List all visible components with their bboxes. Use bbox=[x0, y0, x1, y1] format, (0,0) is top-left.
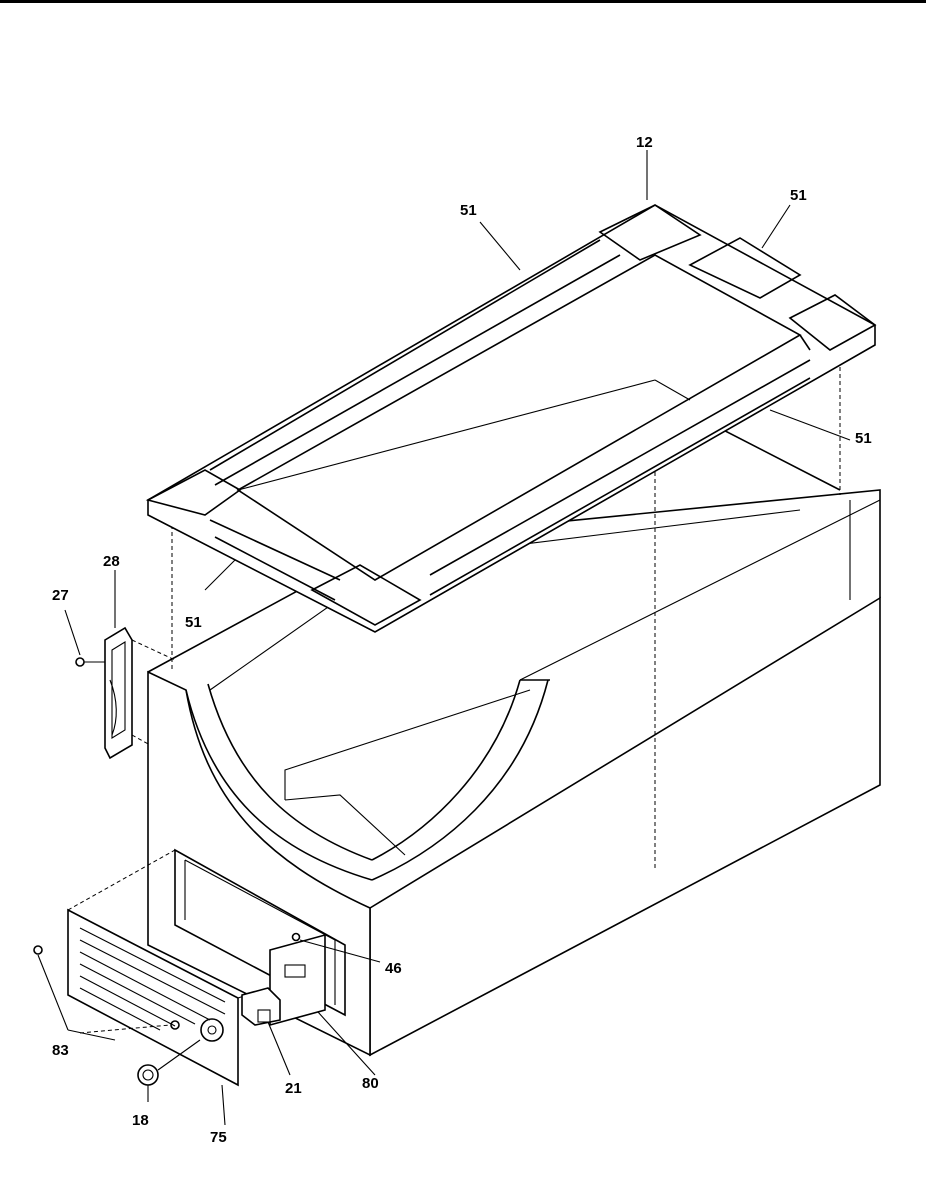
callout-51-front: 51 bbox=[185, 614, 202, 631]
screw-27 bbox=[75, 657, 105, 667]
thermostat-21 bbox=[241, 987, 281, 1026]
callout-labels: 12 51 51 51 51 28 27 46 83 21 80 18 75 bbox=[52, 134, 872, 1146]
callout-80: 80 bbox=[362, 1075, 379, 1092]
breaker-strip-frame bbox=[145, 204, 877, 633]
screw-46 bbox=[291, 932, 301, 942]
callout-46: 46 bbox=[385, 960, 402, 977]
callout-27: 27 bbox=[52, 587, 69, 604]
hinge-28 bbox=[104, 626, 176, 760]
grille-louvers bbox=[79, 927, 226, 1031]
grille-knob-mount bbox=[200, 1018, 224, 1042]
grille-75 bbox=[67, 849, 263, 1087]
leader-lines bbox=[37, 150, 851, 1126]
callout-51-right: 51 bbox=[855, 430, 872, 447]
callout-75: 75 bbox=[210, 1129, 227, 1146]
scan-top-border bbox=[0, 0, 926, 3]
screws-83 bbox=[33, 945, 180, 1034]
callout-12: 12 bbox=[636, 134, 653, 151]
callout-21: 21 bbox=[285, 1080, 302, 1097]
callout-51-top-right: 51 bbox=[790, 187, 807, 204]
callout-28: 28 bbox=[103, 553, 120, 570]
callout-83: 83 bbox=[52, 1042, 69, 1059]
callout-51-top-left: 51 bbox=[460, 202, 477, 219]
callout-18: 18 bbox=[132, 1112, 149, 1129]
